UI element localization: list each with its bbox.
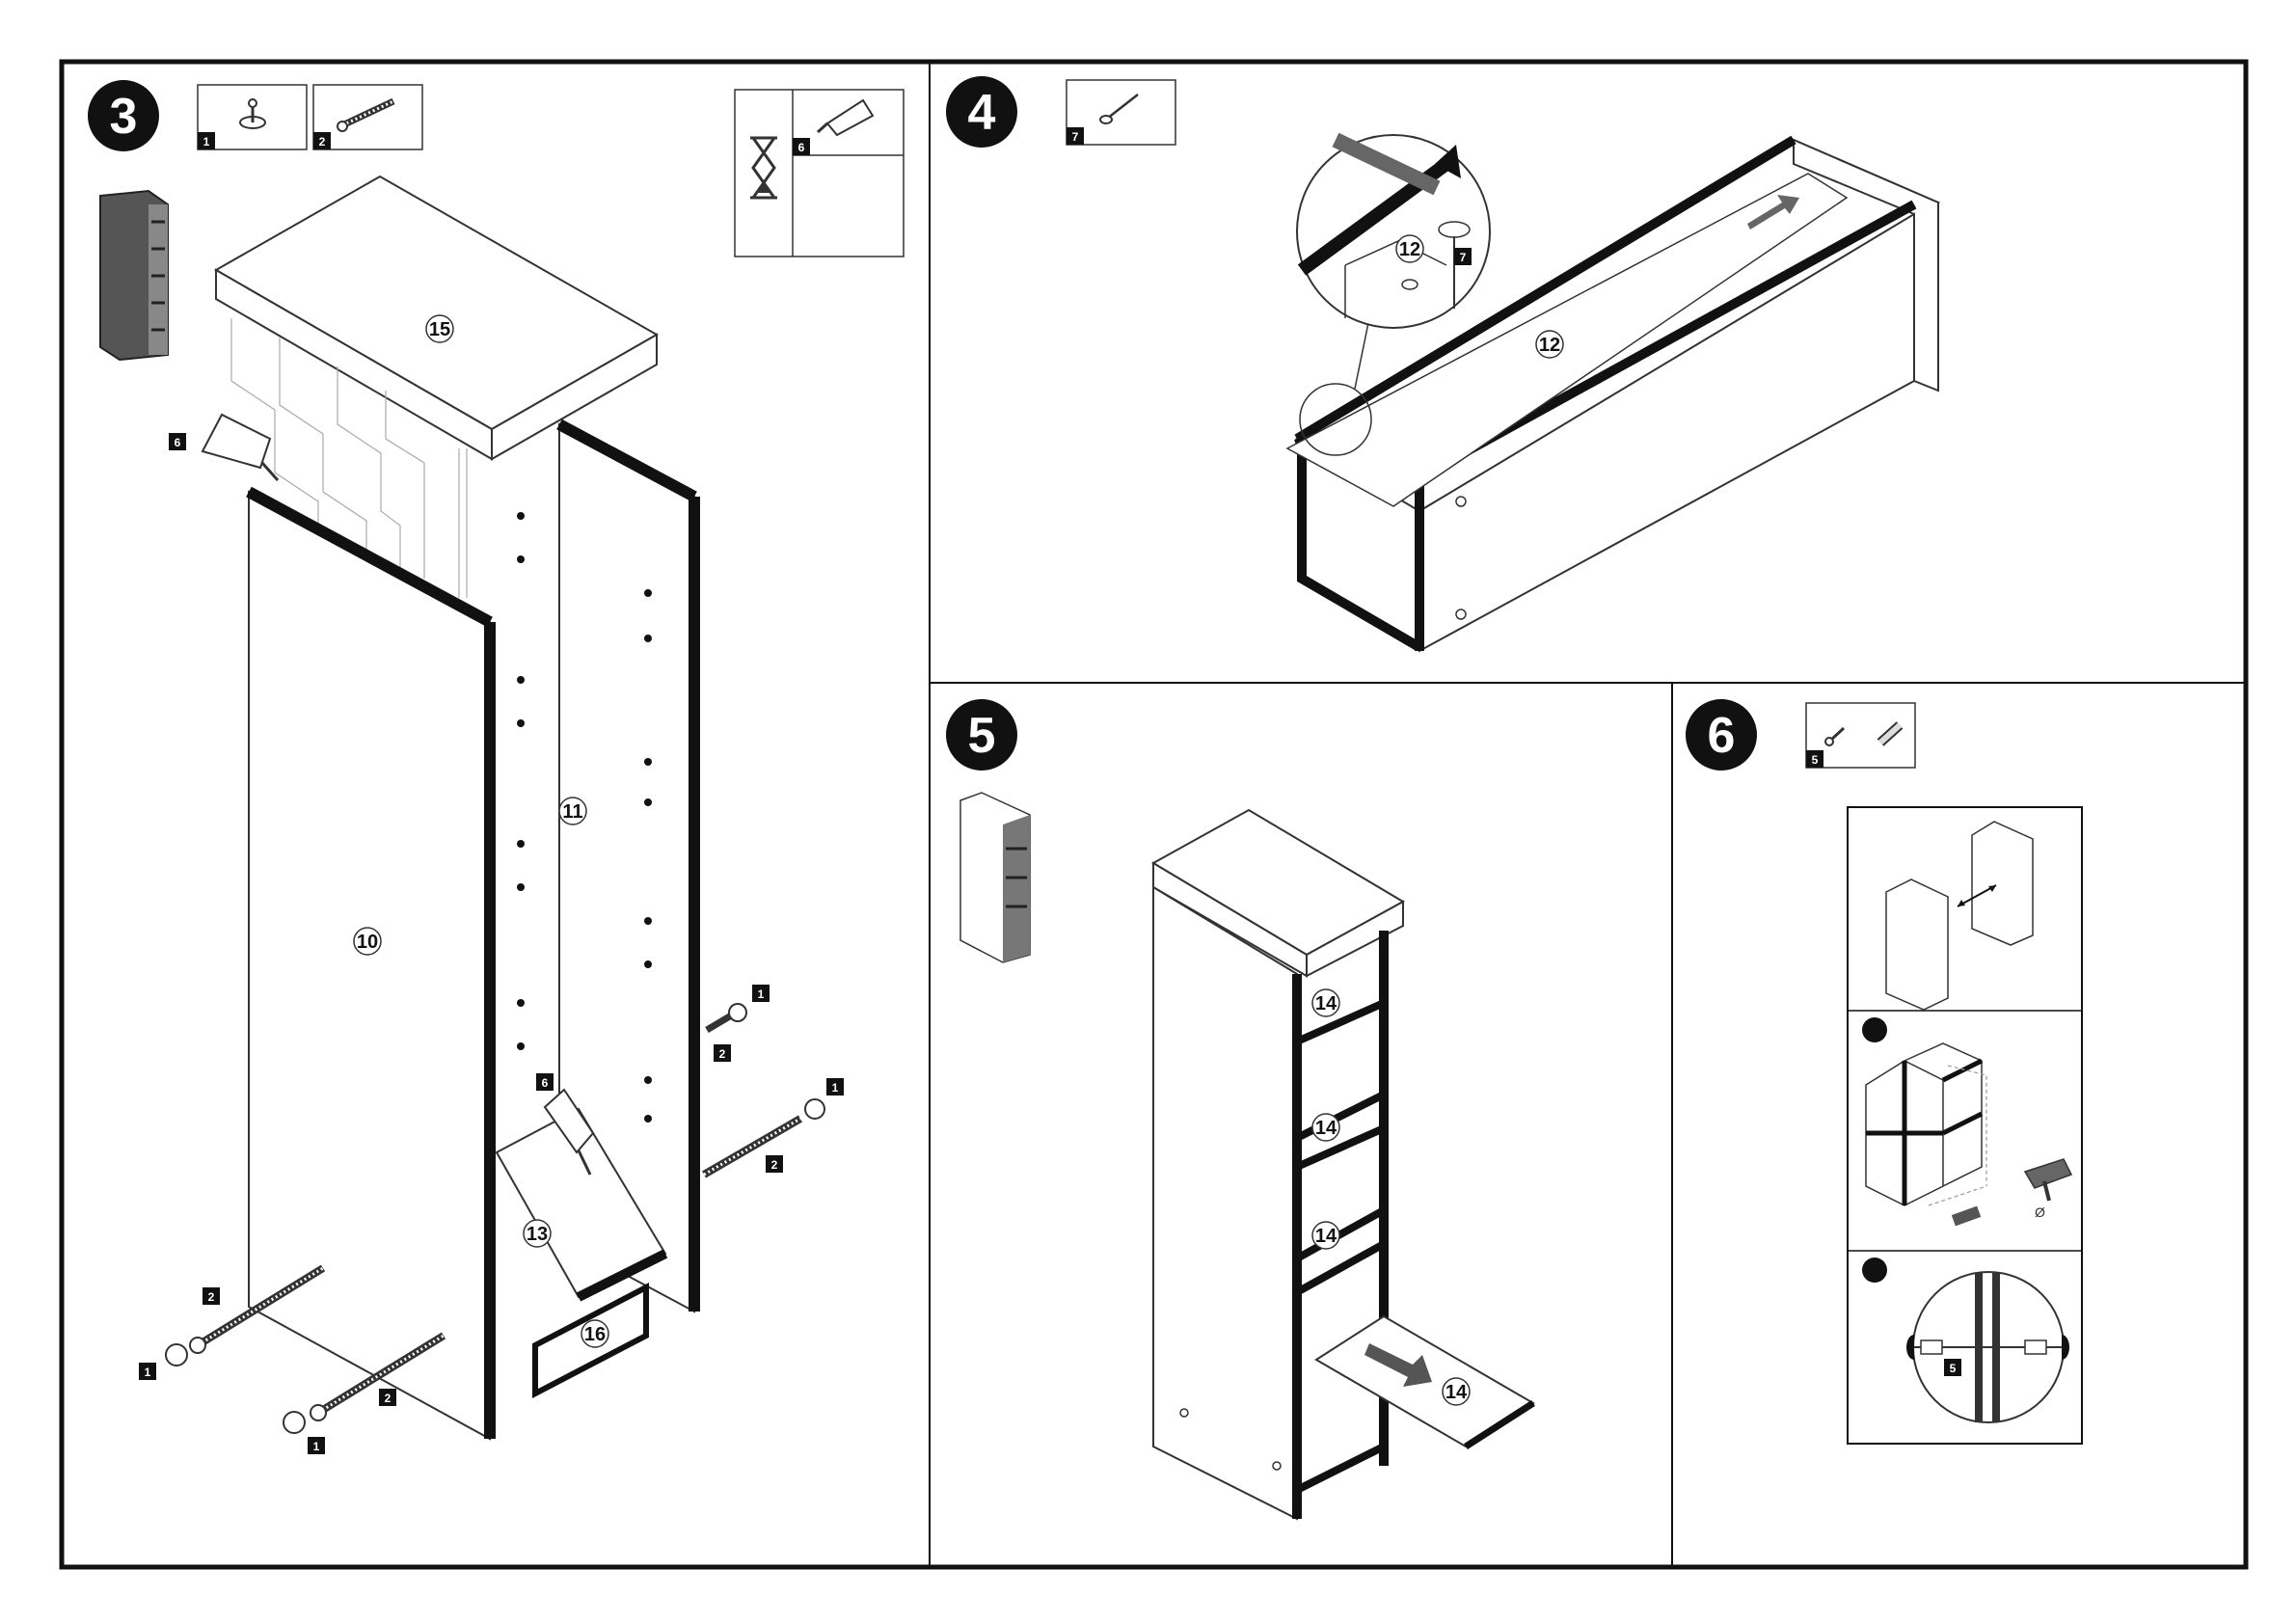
glue-box: 6 (735, 90, 904, 257)
svg-text:1: 1 (758, 987, 765, 1001)
svg-text:2: 2 (208, 1290, 215, 1304)
svg-text:2: 2 (719, 1047, 726, 1061)
svg-text:6: 6 (542, 1076, 549, 1090)
label-back-board: 12 (1539, 335, 1560, 356)
svg-text:2: 2 (385, 1392, 392, 1405)
part-box-5: 5 (1806, 703, 1915, 768)
label-shelf-2: 14 (1315, 1118, 1337, 1139)
label-shelf-1: 14 (1315, 993, 1337, 1014)
label-plinth: 16 (584, 1324, 606, 1345)
svg-text:1: 1 (203, 135, 210, 149)
svg-text:5: 5 (1812, 753, 1819, 767)
step-3-number: 3 (110, 89, 138, 145)
step-3-panel: 3 1 2 6 (88, 80, 904, 1454)
svg-text:5: 5 (1950, 1362, 1957, 1375)
step-6-panel: 6 5 (1686, 699, 2082, 1444)
nail-detail-zoom: 12 7 (1297, 135, 1490, 328)
svg-text:7: 7 (1072, 130, 1079, 144)
step-4-number: 4 (968, 85, 996, 141)
svg-text:1: 1 (313, 1440, 320, 1453)
plinth: 16 (535, 1287, 646, 1393)
part-box-2: 2 (313, 85, 422, 149)
svg-text:6: 6 (175, 436, 181, 449)
svg-text:1: 1 (832, 1081, 839, 1095)
label-back-board-zoom: 12 (1399, 239, 1420, 260)
step-5-panel: 5 14 14 14 14 (946, 699, 1533, 1519)
svg-text:2: 2 (319, 135, 326, 149)
label-right-panel: 11 (562, 801, 582, 823)
svg-text:6: 6 (798, 141, 805, 154)
svg-text:2: 2 (771, 1158, 778, 1172)
part-box-7: 7 (1067, 80, 1175, 145)
label-bottom-shelf: 13 (527, 1224, 548, 1245)
svg-text:7: 7 (1460, 251, 1467, 264)
step-4-panel: 4 7 12 (946, 76, 1938, 651)
label-top: 15 (429, 319, 450, 340)
part-box-1: 1 (198, 85, 307, 149)
screw-group-right: 1 2 1 2 (704, 985, 844, 1175)
unit-thumbnail-5 (960, 793, 1030, 962)
step-5-number: 5 (968, 708, 996, 764)
unit-thumbnail (100, 191, 168, 360)
shelf-unit: 14 14 14 14 (1153, 810, 1533, 1519)
glue-tube-top: 6 (169, 415, 278, 480)
label-shelf-3: 14 (1315, 1226, 1337, 1247)
diameter-symbol: Ø (2035, 1204, 2045, 1220)
label-left-panel: 10 (357, 932, 378, 953)
instruction-frame: Ø 5 (1848, 807, 2082, 1444)
left-panel: 10 (249, 492, 490, 1439)
label-shelf-4: 14 (1445, 1382, 1468, 1403)
svg-text:1: 1 (145, 1366, 151, 1379)
step-6-number: 6 (1708, 708, 1736, 764)
